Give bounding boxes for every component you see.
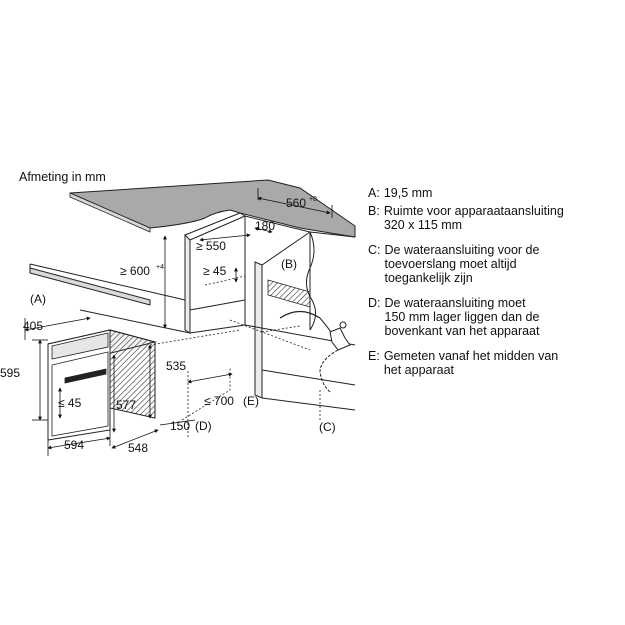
dim-45-front: ≤ 45 [58,396,82,410]
legend-item-b: B: Ruimte voor apparaataansluiting 320 x… [368,204,618,232]
dim-45-top: ≥ 45 [203,264,227,278]
legend-key: A: [368,186,380,200]
legend-key: B: [368,204,380,218]
dim-548: 548 [128,441,148,455]
legend-item-e: E: Gemeten vanaf het midden van het appa… [368,349,618,377]
callout-b: (B) [281,257,297,271]
callout-c: (C) [319,420,336,434]
legend-item-d: D: De wateraansluiting moet 150 mm lager… [368,296,618,338]
legend-item-c: C: De wateraansluiting voor de toevoersl… [368,243,618,285]
legend-key: E: [368,349,380,363]
dim-550: ≥ 550 [196,239,226,253]
guide-lines [149,275,321,437]
dim-150-ref: (D) [195,419,212,433]
diagram-title: Afmeting in mm [19,170,106,184]
dim-600-tolerance: +4 [156,264,164,271]
legend-text: Gemeten vanaf het midden van het apparaa… [383,349,559,377]
legend-text: Ruimte voor apparaataansluiting 320 x 11… [383,204,564,232]
legend-key: D: [368,296,381,310]
legend-text: De wateraansluiting moet 150 mm lager li… [384,296,540,338]
legend-text: 19,5 mm [383,186,433,200]
water-tap-c [279,310,351,393]
dim-535: 535 [166,359,186,373]
oven-appliance [47,329,157,441]
countertop [69,179,356,238]
dim-700: ≤ 700 [204,394,234,408]
dim-600: ≥ 600 [120,264,150,278]
dim-577: 577 [116,398,136,412]
dim-560-tolerance: +8 [309,196,317,203]
dim-595: 595 [0,366,20,380]
connection-space-b [267,279,311,308]
dim-560: 560 [286,196,306,210]
dim-150: 150 [170,419,190,433]
oven-handle [64,368,107,384]
dim-405: 405 [23,319,43,333]
legend-item-a: A: 19,5 mm [368,186,618,200]
dim-594: 594 [64,438,84,452]
legend-text: De wateraansluiting voor de toevoerslang… [384,243,540,285]
dim-700-ref: (E) [243,394,259,408]
dimension-lines [24,188,333,456]
callout-a: (A) [30,292,46,306]
legend-key: C: [368,243,381,257]
dim-180: 180 [255,219,275,233]
legend: A: 19,5 mm B: Ruimte voor apparaataanslu… [368,186,618,388]
